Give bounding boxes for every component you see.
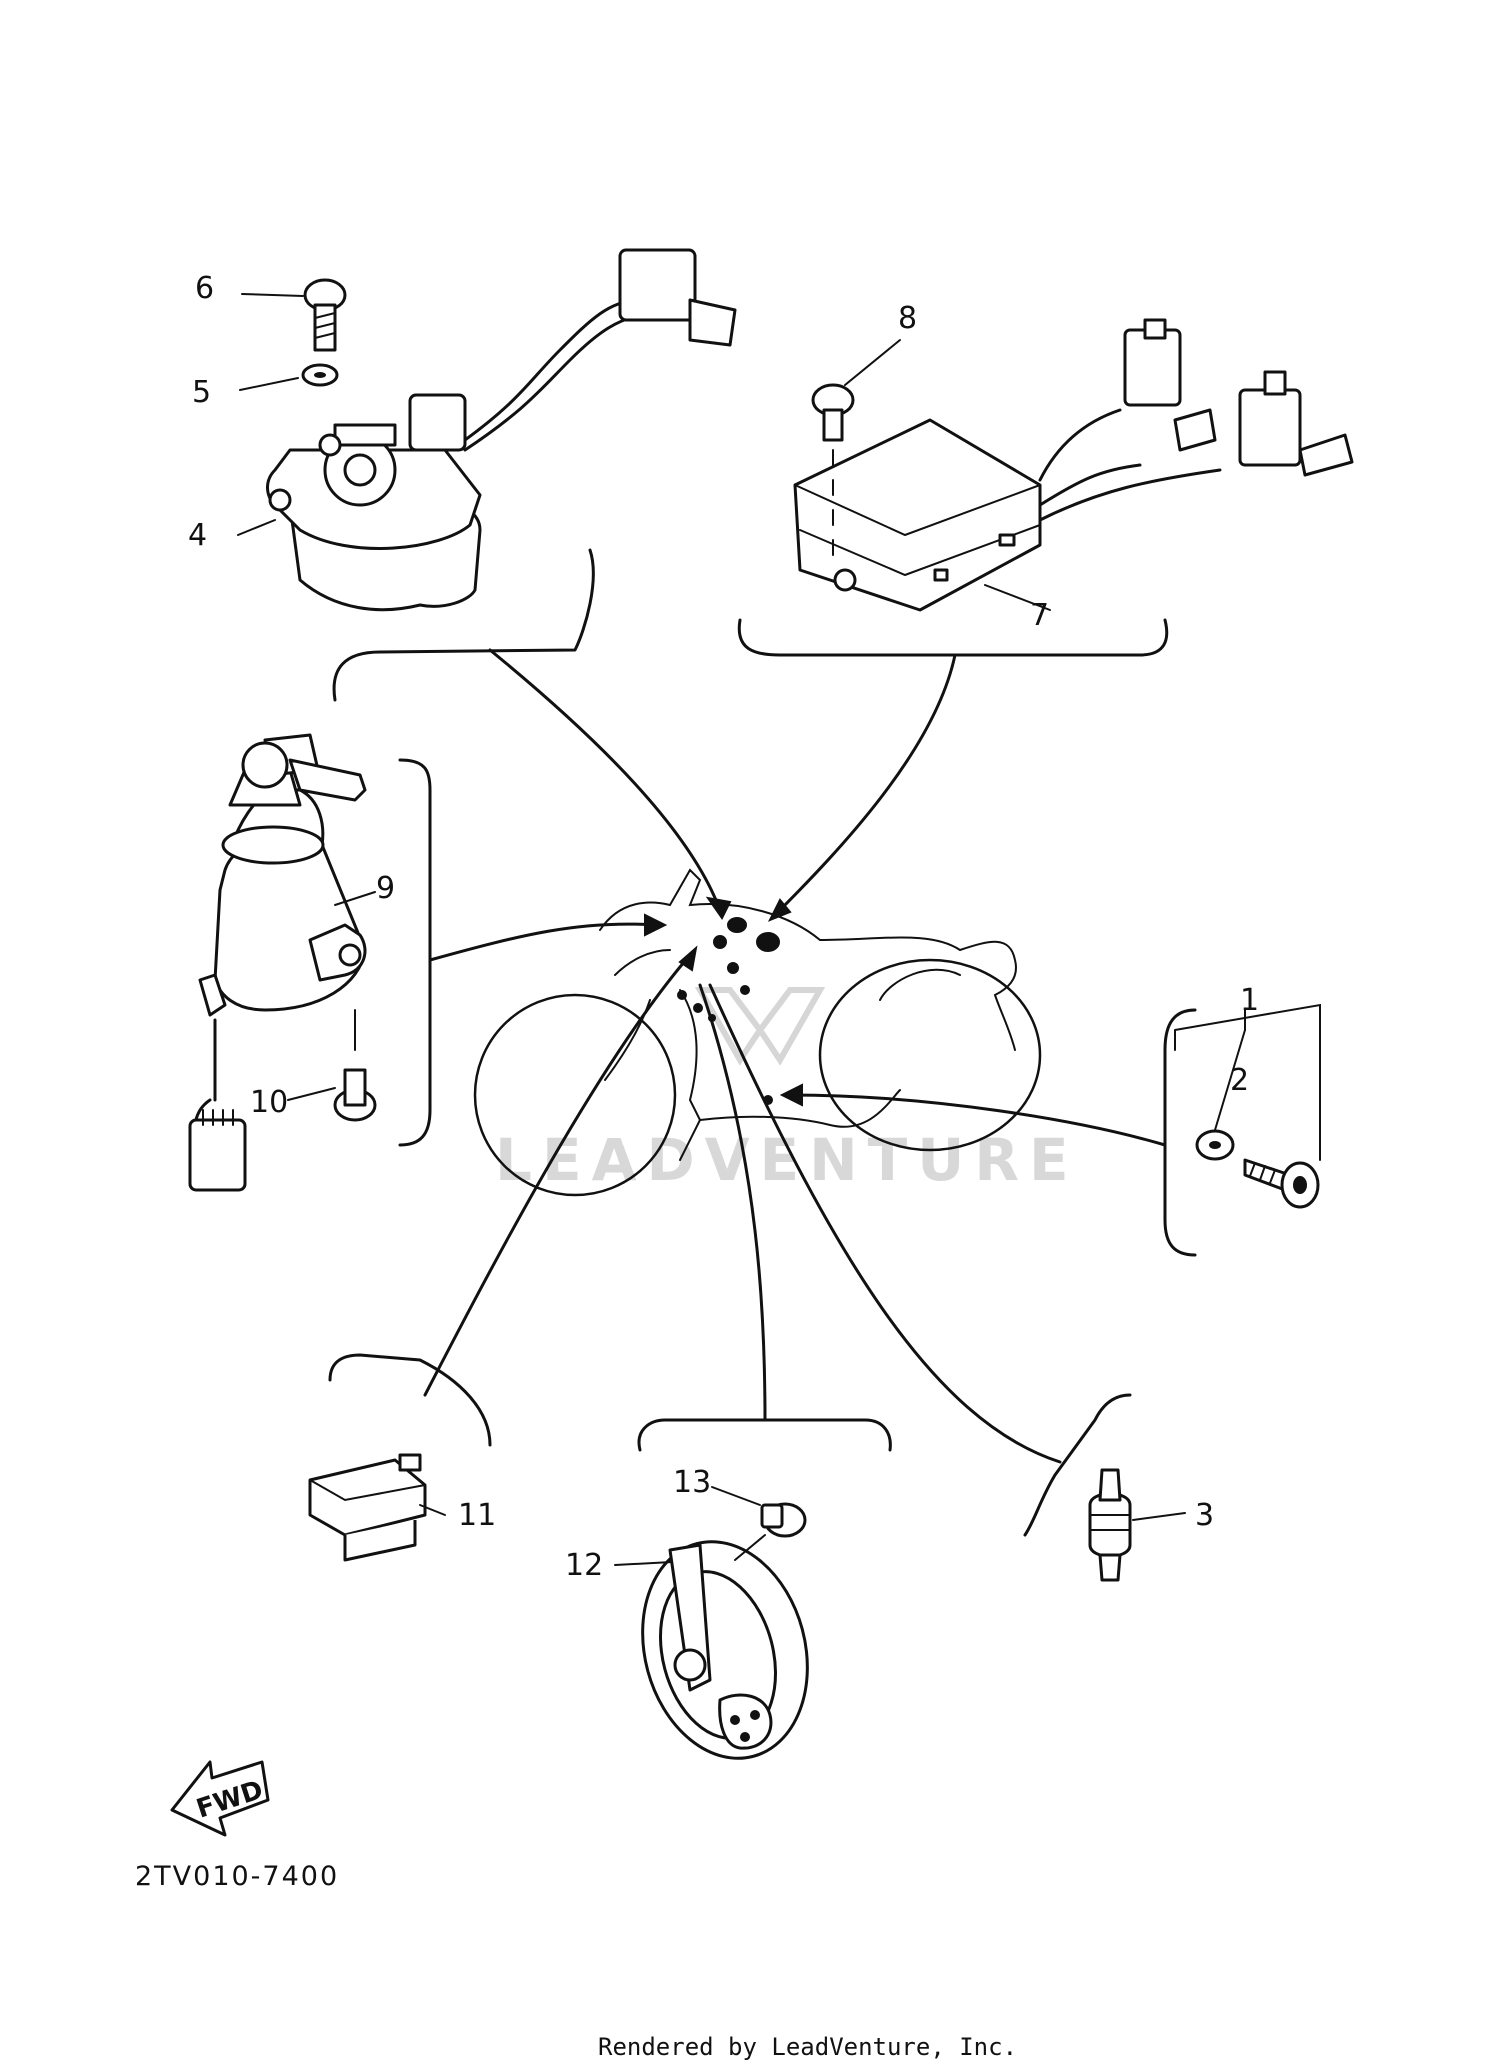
callout-12: 12 xyxy=(565,1548,603,1583)
main-switch xyxy=(188,733,367,1192)
callout-1: 1 xyxy=(1240,983,1259,1018)
callout-leaders xyxy=(237,293,1321,1566)
bracket-bolt-group xyxy=(1163,1008,1197,1257)
bracket-horn-group xyxy=(637,1418,892,1452)
leader-flasher xyxy=(423,953,692,1397)
bolt-1 xyxy=(1243,1158,1320,1209)
callout-6: 6 xyxy=(195,271,214,306)
arrowhead-bolt xyxy=(779,1083,803,1107)
callout-10: 10 xyxy=(250,1085,288,1120)
fwd-arrow: FWD xyxy=(170,1760,270,1837)
starter-relay xyxy=(266,248,737,612)
callout-8: 8 xyxy=(898,301,917,336)
bracket-ignition-group xyxy=(398,758,432,1147)
leader-ignition xyxy=(428,922,657,962)
callout-5: 5 xyxy=(192,375,211,410)
callout-9: 9 xyxy=(376,871,395,906)
callout-2: 2 xyxy=(1230,1063,1249,1098)
arrowhead-ignition xyxy=(644,913,668,937)
washer-2 xyxy=(1195,1129,1235,1161)
callout-3: 3 xyxy=(1195,1498,1214,1533)
motorcycle-outline xyxy=(473,868,1042,1197)
screw-8 xyxy=(811,383,855,442)
leader-cdi xyxy=(773,653,957,917)
bracket-switch-group xyxy=(1023,1393,1132,1537)
bracket-relay-group xyxy=(332,548,595,702)
bolt-10 xyxy=(333,1009,377,1122)
leader-horn xyxy=(698,983,767,1422)
leader-bolt xyxy=(788,1093,1167,1147)
watermark-logo xyxy=(694,987,826,1066)
nut-13 xyxy=(734,1502,807,1561)
horn xyxy=(641,1540,809,1760)
washer-5 xyxy=(301,363,339,387)
cdi-unit xyxy=(793,318,1354,612)
leader-switch xyxy=(708,983,1062,1464)
arrowhead-flasher xyxy=(678,945,698,972)
callout-7: 7 xyxy=(1030,598,1049,633)
screw-6 xyxy=(303,278,347,352)
footer-credit: Rendered by LeadVenture, Inc. xyxy=(598,2033,1017,2061)
arrowhead-relay xyxy=(705,896,732,920)
callout-11: 11 xyxy=(458,1498,496,1533)
part-code: 2TV010-7400 xyxy=(135,1861,339,1892)
watermark: LEADVENTURE xyxy=(495,1126,1079,1194)
flasher-relay xyxy=(308,1453,427,1562)
callout-4: 4 xyxy=(188,518,207,553)
bracket-flasher-group xyxy=(328,1353,492,1447)
callout-13: 13 xyxy=(673,1465,711,1500)
neutral-switch xyxy=(1088,1468,1132,1582)
leader-relay xyxy=(488,648,722,912)
bracket-cdi-group xyxy=(737,618,1169,657)
